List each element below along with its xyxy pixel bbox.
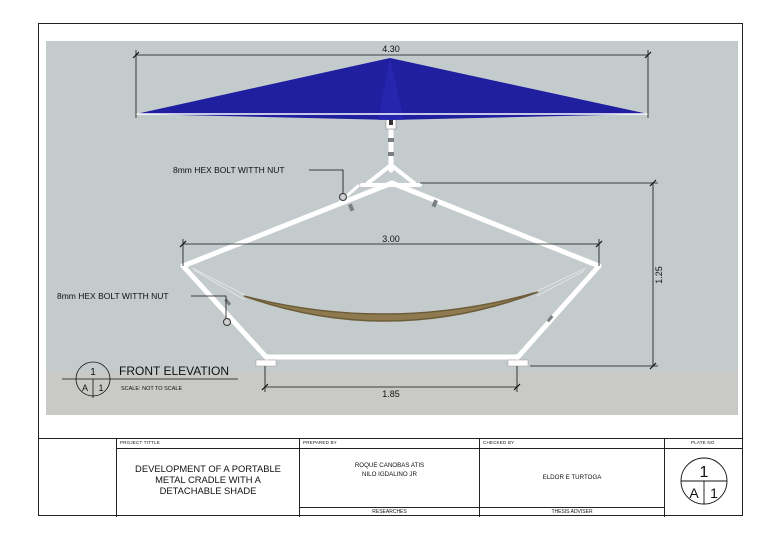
cradle-frame [180, 125, 602, 361]
bolt-marker-top [339, 193, 347, 201]
dimension-shade-width: 4.30 [382, 44, 400, 54]
plate-letter: A [689, 485, 699, 501]
view-marker [62, 361, 238, 398]
callout-leader-left [191, 295, 227, 318]
bolt-marker-left [223, 318, 231, 326]
callout-leader-top [309, 169, 344, 194]
shade-mount-slot [389, 119, 393, 125]
base-foot-left [255, 359, 277, 367]
plate-marker: 1 A 1 [680, 457, 728, 505]
checked-by-name: ELDOR E TURTOGA [542, 474, 602, 481]
plate-sheet: 1 [710, 485, 718, 501]
dimension-height: 1.25 [654, 266, 664, 284]
frame-joint-clamps [224, 138, 554, 323]
view-marker-letter: A [82, 383, 88, 393]
dimension-lines [135, 50, 658, 392]
dimension-hammock-width: 3.00 [382, 234, 400, 244]
view-title: FRONT ELEVATION [119, 364, 229, 378]
dimension-ticks [132, 51, 657, 391]
title-block: PROJECT TITTLE DEVELOPMENT OF A PORTABLE… [38, 438, 743, 517]
hammock-ropes [191, 267, 587, 301]
callout-bolt-left: 8mm HEX BOLT WITTH NUT [57, 291, 169, 301]
hammock-bed [243, 291, 539, 322]
base-foot-right [507, 359, 529, 367]
checked-by-header: CHECKED BY [483, 440, 515, 445]
view-marker-sheet: 1 [98, 383, 103, 393]
preparer-name: ROQUE CANOBAS ATIS [354, 462, 425, 469]
callout-bolt-top: 8mm HEX BOLT WITTH NUT [173, 165, 285, 175]
project-title-line: DETACHABLE SHADE [159, 485, 257, 496]
drawing-sheet-border [38, 23, 743, 516]
checked-by-cell: CHECKED BY ELDOR E TURTOGA THESIS ADVISE… [479, 439, 664, 517]
prepared-by-role: RESEARCHES [300, 507, 479, 517]
view-marker-number: 1 [90, 367, 96, 378]
plate-number: 1 [700, 464, 709, 481]
prepared-by-header: PREPARED BY [303, 440, 337, 445]
prepared-by-cell: PREPARED BY ROQUE CANOBAS ATIS NILO IGDA… [299, 439, 479, 517]
dimension-base-width: 1.85 [382, 389, 400, 399]
project-title-line: METAL CRADLE WITH A [155, 474, 261, 485]
checked-by-role: THESIS ADVISER [480, 507, 664, 517]
project-title-line: DEVELOPMENT OF A PORTABLE [135, 463, 281, 474]
project-title-cell: PROJECT TITTLE DEVELOPMENT OF A PORTABLE… [116, 439, 299, 517]
plate-no-cell: PLATE NO 1 A 1 [664, 439, 743, 517]
preparer-name: NILO IGDALINO JR [361, 470, 417, 478]
front-elevation-drawing: 4.30 3.00 1.85 1.25 8mm HEX BOLT WITTH N… [46, 41, 738, 415]
shade-canopy-highlight [378, 58, 404, 120]
scale-note: SCALE: NOT TO SCALE [121, 386, 182, 392]
project-title-header: PROJECT TITTLE [120, 440, 160, 445]
ground-strip [46, 371, 738, 415]
prepared-by-names: ROQUE CANOBAS ATIS NILO IGDALINO JR [300, 462, 479, 479]
project-title: DEVELOPMENT OF A PORTABLE METAL CRADLE W… [121, 463, 295, 496]
plate-no-header: PLATE NO [691, 440, 715, 445]
